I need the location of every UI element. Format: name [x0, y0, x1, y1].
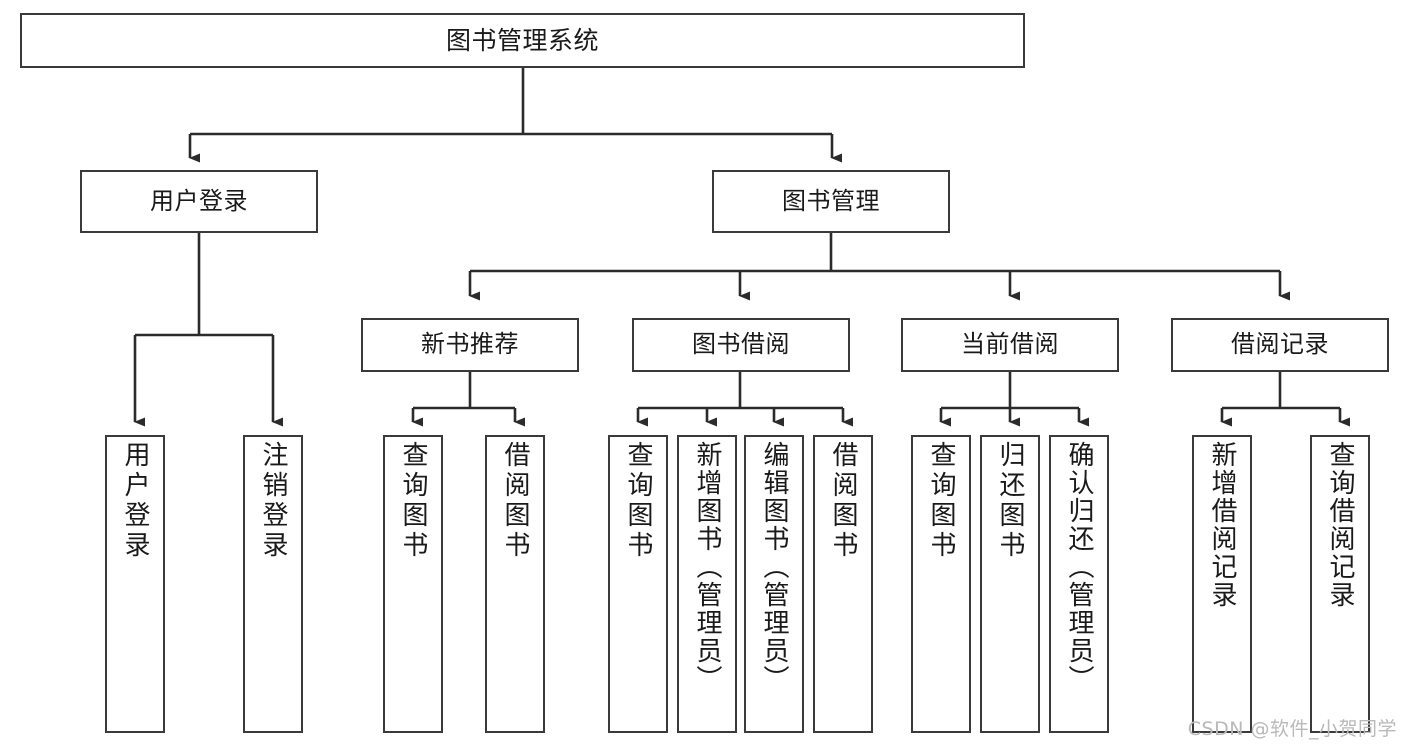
- node-leaf-edit-book[interactable]: 编辑图书（管理员）: [744, 435, 804, 733]
- node-label: 查询图书: [623, 441, 653, 561]
- node-label: 归还图书: [995, 441, 1025, 561]
- node-label: 注销登录: [258, 441, 288, 561]
- node-leaf-user-logout[interactable]: 注销登录: [243, 435, 303, 733]
- node-label: 新增图书（管理员）: [692, 441, 722, 693]
- node-borrow-record[interactable]: 借阅记录: [1171, 318, 1389, 372]
- node-label: 借阅记录: [1231, 330, 1329, 359]
- node-leaf-query-book-borrow[interactable]: 查询图书: [608, 435, 668, 733]
- node-label: 图书管理系统: [445, 26, 599, 55]
- node-leaf-query-book-recommend[interactable]: 查询图书: [383, 435, 443, 733]
- node-label: 图书管理: [782, 186, 880, 215]
- node-label: 确认归还（管理员）: [1064, 441, 1094, 693]
- node-label: 当前借阅: [961, 330, 1059, 359]
- node-leaf-add-book[interactable]: 新增图书（管理员）: [677, 435, 737, 733]
- node-user-login[interactable]: 用户登录: [80, 170, 318, 233]
- node-label: 新书推荐: [421, 330, 519, 359]
- node-new-book-recommend[interactable]: 新书推荐: [361, 318, 579, 372]
- node-label: 图书借阅: [692, 330, 790, 359]
- node-label: 用户登录: [120, 441, 150, 561]
- node-leaf-query-book-current[interactable]: 查询图书: [911, 435, 971, 733]
- node-book-management[interactable]: 图书管理: [712, 170, 950, 233]
- node-leaf-borrow-book-recommend[interactable]: 借阅图书: [485, 435, 545, 733]
- node-leaf-borrow-book[interactable]: 借阅图书: [813, 435, 873, 733]
- node-current-borrow[interactable]: 当前借阅: [901, 318, 1119, 372]
- node-label: 编辑图书（管理员）: [759, 441, 789, 693]
- node-label: 新增借阅记录: [1207, 441, 1237, 609]
- node-label: 查询借阅记录: [1325, 441, 1355, 609]
- node-label: 用户登录: [150, 186, 248, 215]
- node-book-borrow[interactable]: 图书借阅: [632, 318, 850, 372]
- node-leaf-user-login[interactable]: 用户登录: [105, 435, 165, 733]
- node-label: 查询图书: [398, 441, 428, 561]
- node-label: 借阅图书: [828, 441, 858, 561]
- node-label: 借阅图书: [500, 441, 530, 561]
- node-leaf-query-borrow-record[interactable]: 查询借阅记录: [1310, 435, 1370, 733]
- node-leaf-add-borrow-record[interactable]: 新增借阅记录: [1192, 435, 1252, 733]
- node-label: 查询图书: [926, 441, 956, 561]
- node-root-book-management-system[interactable]: 图书管理系统: [20, 13, 1025, 68]
- node-leaf-confirm-return[interactable]: 确认归还（管理员）: [1049, 435, 1109, 733]
- node-leaf-return-book[interactable]: 归还图书: [980, 435, 1040, 733]
